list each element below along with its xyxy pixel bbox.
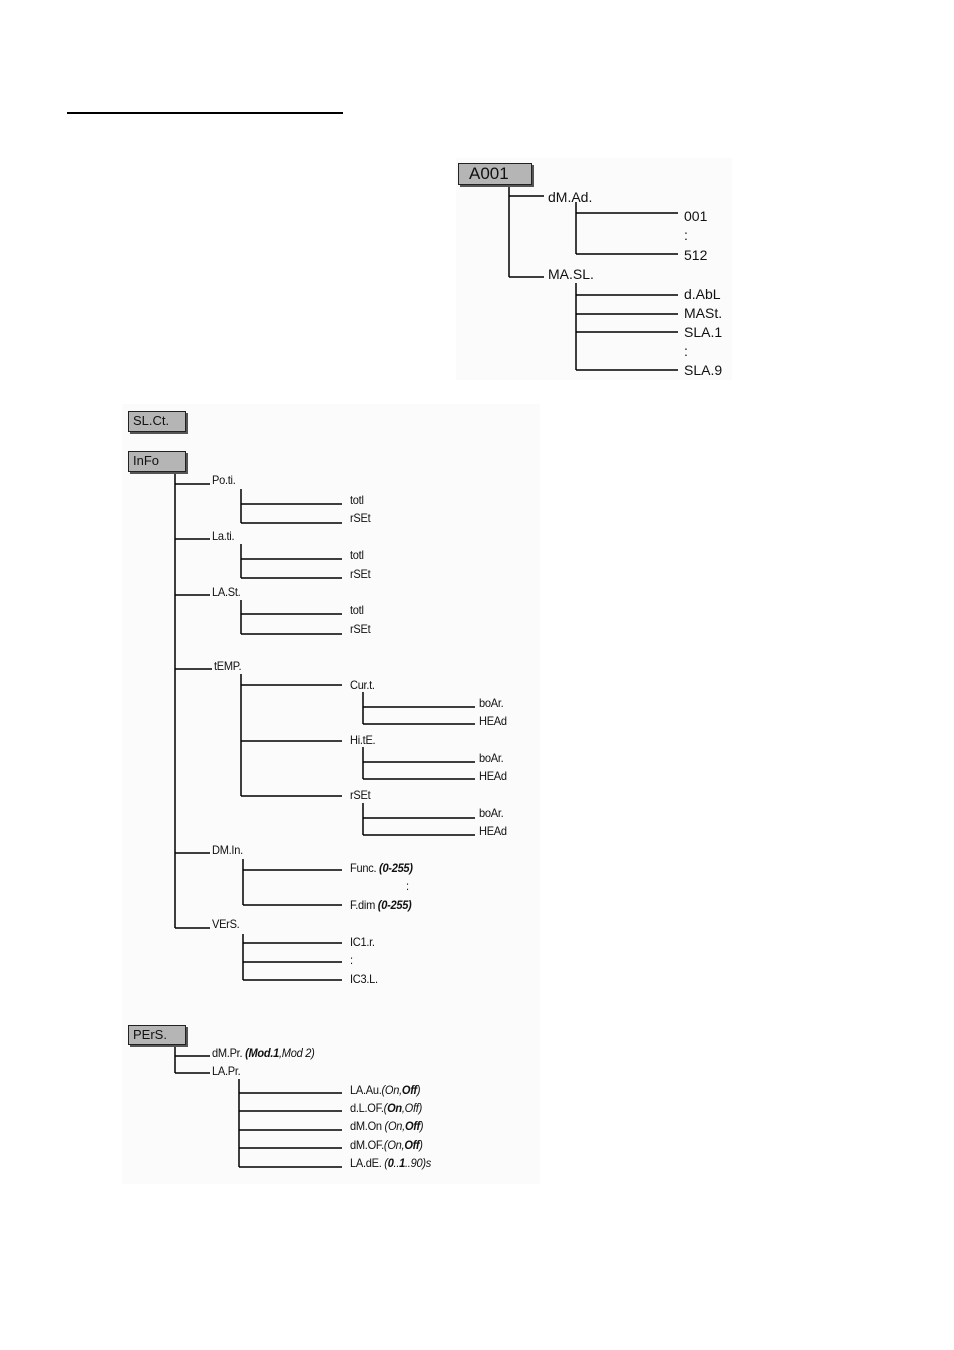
lati-label: La.ti. bbox=[212, 529, 235, 543]
lapr-item-comma: , bbox=[401, 1138, 405, 1152]
header-underline bbox=[67, 112, 343, 114]
lapr-item-on: On bbox=[387, 1119, 403, 1133]
dmpr-comma: , bbox=[278, 1046, 282, 1060]
vers-ic1: IC1.r. bbox=[350, 935, 375, 949]
dmpr-opt1: Mod.1 bbox=[248, 1046, 279, 1060]
lapr-item-laau: LA.Au.(On,Off) bbox=[350, 1083, 420, 1098]
dmad-range-start: 001 bbox=[684, 208, 708, 224]
curt-label: Cur.t. bbox=[350, 678, 375, 692]
vers-label: VErS. bbox=[212, 917, 240, 931]
lade-v0: 0 bbox=[387, 1156, 394, 1170]
a001-root-box: A001 bbox=[458, 163, 532, 185]
dmin-fdim: F.dim (0-255) bbox=[350, 898, 412, 913]
dmin-fdim-range: (0-255) bbox=[377, 898, 412, 912]
lapr-item-comma: , bbox=[399, 1083, 402, 1097]
lapr-item-on: On bbox=[387, 1101, 402, 1115]
lapr-item-label: dM.OF. bbox=[350, 1138, 384, 1152]
poti-totl: totl bbox=[350, 493, 364, 507]
pers-root-box: PErS. bbox=[128, 1025, 186, 1045]
dmin-fdim-label: F.dim bbox=[350, 898, 375, 912]
curt-head: HEAd bbox=[479, 714, 507, 728]
temp-label: tEMP. bbox=[214, 659, 242, 673]
dmpr-label: dM.Pr. bbox=[212, 1046, 243, 1060]
lapr-item-dmon: dM.On (On,Off) bbox=[350, 1119, 424, 1134]
last-rset: rSEt bbox=[350, 622, 371, 636]
lapr-item-off: Off bbox=[404, 1119, 420, 1133]
dmin-func-label: Func. bbox=[350, 861, 377, 875]
masl-label: MA.SL. bbox=[548, 266, 594, 282]
lapr-item-label: d.L.OF. bbox=[350, 1101, 384, 1115]
vers-sep: : bbox=[350, 953, 353, 967]
temp-rset-head: HEAd bbox=[479, 824, 507, 838]
dmad-range-sep: : bbox=[684, 227, 688, 243]
lapr-item-open: ( bbox=[381, 1119, 389, 1133]
lapr-item-close: ) bbox=[419, 1119, 424, 1133]
a001-panel bbox=[456, 158, 732, 380]
lapr-item-label: dM.On bbox=[350, 1119, 382, 1133]
lapr-item-on: On bbox=[387, 1138, 402, 1152]
lati-totl: totl bbox=[350, 548, 364, 562]
lapr-item-off: Off bbox=[401, 1083, 417, 1097]
lapr-item-open: ( bbox=[383, 1101, 388, 1115]
menu-panel bbox=[122, 404, 540, 1184]
last-label: LA.St. bbox=[212, 585, 241, 599]
info-root-box: InFo bbox=[128, 451, 186, 472]
dmin-func: Func. (0-255) bbox=[350, 861, 413, 876]
dmpr-close: ) bbox=[311, 1046, 315, 1060]
dmpr-row: dM.Pr. (Mod.1,Mod 2) bbox=[212, 1046, 315, 1061]
lapr-item-dlof: d.L.OF.(On,Off) bbox=[350, 1101, 422, 1116]
hite-head: HEAd bbox=[479, 769, 507, 783]
dmad-range-end: 512 bbox=[684, 247, 708, 263]
lapr-item-close: ) bbox=[416, 1083, 421, 1097]
curt-boar: boAr. bbox=[479, 696, 504, 710]
vers-ic3: IC3.L. bbox=[350, 972, 378, 986]
masl-opt-sla1: SLA.1 bbox=[684, 324, 723, 340]
lade-mid: .. bbox=[393, 1156, 400, 1170]
masl-opt-dabl: d.AbL bbox=[684, 286, 721, 302]
poti-label: Po.ti. bbox=[212, 473, 236, 487]
dmpr-opt2: Mod 2 bbox=[281, 1046, 312, 1060]
lapr-item-comma: , bbox=[401, 1101, 405, 1115]
lapr-item-close: ) bbox=[419, 1138, 423, 1152]
lade-open: ( bbox=[381, 1156, 388, 1170]
temp-rset-boar: boAr. bbox=[479, 806, 504, 820]
lapr-item-comma: , bbox=[402, 1119, 405, 1133]
masl-opt-mast: MASt. bbox=[684, 305, 723, 321]
lapr-item-off: Off bbox=[404, 1101, 419, 1115]
poti-rset: rSEt bbox=[350, 511, 371, 525]
lade-tail: ..90)s bbox=[405, 1156, 431, 1170]
lapr-item-label: LA.Au. bbox=[350, 1083, 382, 1097]
dmin-func-range: (0-255) bbox=[379, 861, 413, 875]
lapr-item-open: ( bbox=[381, 1083, 385, 1097]
masl-opt-sla9: SLA.9 bbox=[684, 362, 723, 378]
lade-label: LA.dE. bbox=[350, 1156, 382, 1170]
lapr-item-on: On bbox=[384, 1083, 400, 1097]
lapr-item-lade: LA.dE. (0..1..90)s bbox=[350, 1156, 431, 1171]
lapr-item-off: Off bbox=[404, 1138, 420, 1152]
dmin-label: DM.In. bbox=[212, 843, 243, 857]
masl-opt-sep: : bbox=[684, 343, 688, 359]
lati-rset: rSEt bbox=[350, 567, 371, 581]
lapr-label: LA.Pr. bbox=[212, 1064, 241, 1078]
dmpr-open: ( bbox=[245, 1046, 249, 1060]
lapr-item-close: ) bbox=[418, 1101, 423, 1115]
slct-root-box: SL.Ct. bbox=[128, 411, 186, 432]
last-totl: totl bbox=[350, 603, 364, 617]
dmin-sep: : bbox=[406, 879, 409, 893]
hite-label: Hi.tE. bbox=[350, 733, 376, 747]
temp-rset-label: rSEt bbox=[350, 788, 371, 802]
lade-v1: 1 bbox=[399, 1156, 406, 1170]
hite-boar: boAr. bbox=[479, 751, 504, 765]
lapr-item-open: ( bbox=[383, 1138, 388, 1152]
dmad-label: dM.Ad. bbox=[548, 189, 593, 205]
lapr-item-dmof: dM.OF.(On,Off) bbox=[350, 1138, 423, 1153]
